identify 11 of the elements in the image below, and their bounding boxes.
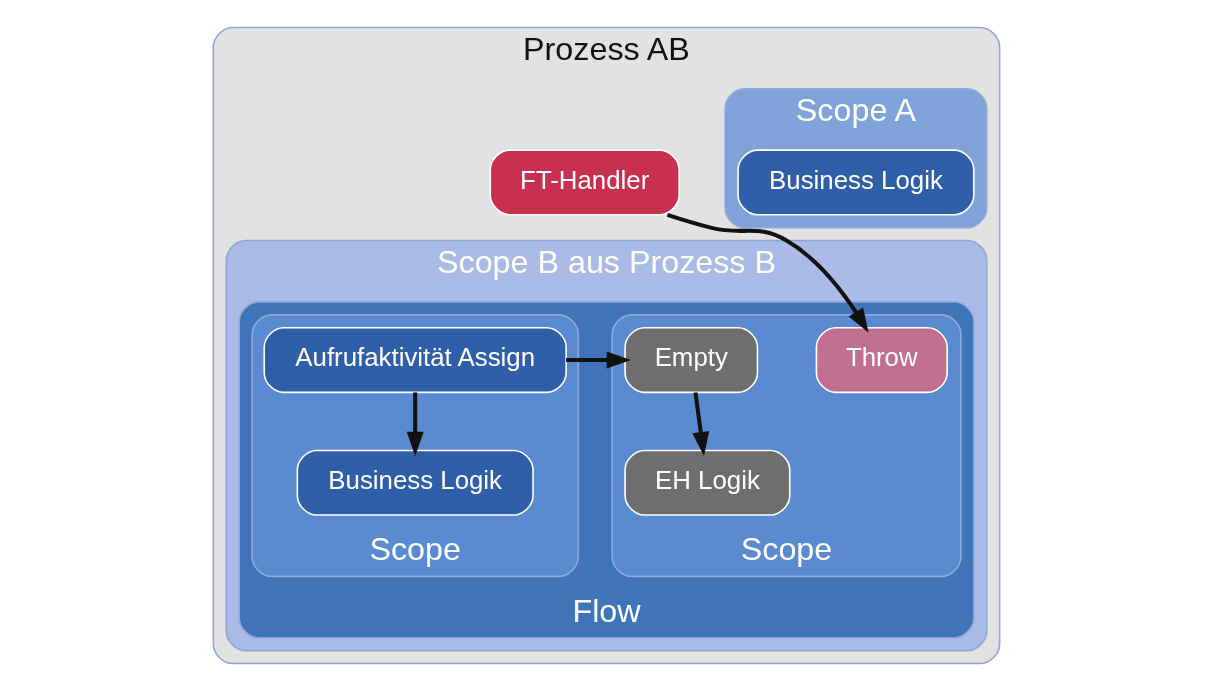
arrow xyxy=(565,351,631,369)
node-box: Aufrufaktivität Assign xyxy=(262,326,567,394)
node-box: Throw xyxy=(815,326,948,394)
arrow xyxy=(406,392,424,457)
arrow xyxy=(666,212,869,333)
arrow xyxy=(691,392,709,457)
node-box: Business Logik xyxy=(296,449,534,516)
node-box: EH Logik xyxy=(623,449,791,516)
node-box: FT-Handler xyxy=(488,149,680,216)
node-box: Empty xyxy=(623,326,758,394)
node-box: Business Logik xyxy=(736,149,975,216)
